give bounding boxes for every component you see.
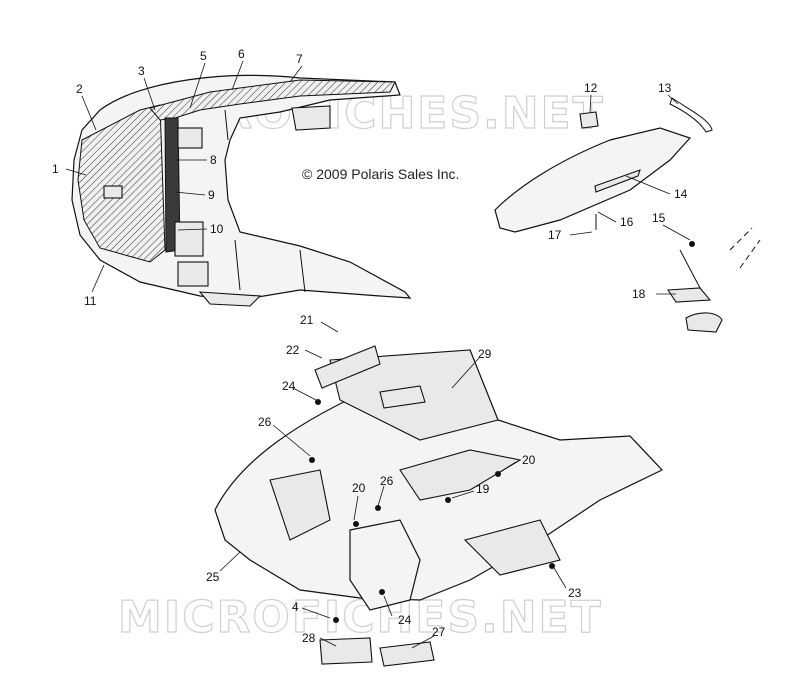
callout-14: 14 — [674, 187, 688, 201]
callout-7: 7 — [296, 52, 303, 66]
callout-18: 18 — [632, 287, 646, 301]
callout-16: 16 — [620, 215, 634, 229]
callout-6: 6 — [238, 47, 245, 61]
callout-26a: 26 — [258, 415, 272, 429]
callout-24b: 24 — [398, 613, 412, 627]
callout-24a: 24 — [282, 379, 296, 393]
callout-11: 11 — [84, 294, 97, 308]
hood-shell-assembly — [214, 345, 663, 667]
callout-2: 2 — [76, 82, 83, 96]
callout-1: 1 — [52, 162, 59, 176]
callout-5: 5 — [200, 49, 207, 63]
callout-25: 25 — [206, 570, 220, 584]
callout-20b: 20 — [352, 481, 366, 495]
callout-23: 23 — [568, 586, 582, 600]
callout-22: 22 — [286, 343, 300, 357]
callout-20a: 20 — [522, 453, 536, 467]
callout-27: 27 — [432, 625, 446, 639]
callout-labels: 1 2 3 5 6 7 8 9 10 11 12 13 14 15 16 17 … — [52, 47, 688, 645]
copyright-text: © 2009 Polaris Sales Inc. — [302, 166, 459, 182]
callout-9: 9 — [208, 188, 215, 202]
hood-nose-assembly — [71, 74, 412, 307]
callout-15: 15 — [652, 211, 666, 225]
watermark-bottom: MICROFICHES.NET — [118, 592, 603, 643]
callout-21: 21 — [300, 313, 314, 327]
leader-lines — [65, 60, 691, 649]
dash-panel-assembly — [494, 97, 761, 333]
callout-12: 12 — [584, 81, 598, 95]
callout-13: 13 — [658, 81, 672, 95]
callout-10: 10 — [210, 222, 224, 236]
callout-4: 4 — [292, 600, 299, 614]
callout-28: 28 — [302, 631, 316, 645]
callout-19: 19 — [476, 482, 490, 496]
callout-8: 8 — [210, 153, 217, 167]
callout-3: 3 — [138, 64, 145, 78]
callout-29: 29 — [478, 347, 492, 361]
callout-26b: 26 — [380, 474, 394, 488]
callout-17: 17 — [548, 228, 562, 242]
